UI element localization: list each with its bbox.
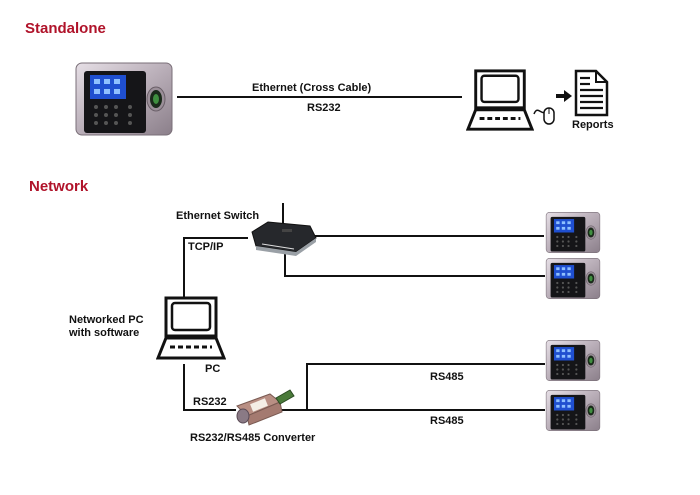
fingerprint-terminal-icon xyxy=(545,258,601,299)
standalone-heading: Standalone xyxy=(25,20,106,37)
ethernet-switch-icon xyxy=(251,221,317,256)
ethernet-cross-cable-label: Ethernet (Cross Cable) xyxy=(252,82,372,94)
network-heading: Network xyxy=(29,178,89,195)
ethernet-switch-label: Ethernet Switch xyxy=(176,210,260,222)
fingerprint-terminal-icon xyxy=(545,212,601,253)
fingerprint-terminal-icon xyxy=(545,340,601,381)
converter-label: RS232/RS485 Converter xyxy=(190,432,316,444)
networked-pc-caption-line1: Networked PC xyxy=(69,314,144,326)
fingerprint-terminal-icon xyxy=(545,390,601,431)
computer-icon xyxy=(466,69,534,131)
rs232-standalone-label: RS232 xyxy=(307,102,341,114)
tcpip-label: TCP/IP xyxy=(188,241,224,253)
fingerprint-terminal-icon xyxy=(75,62,173,136)
rs485-label-2: RS485 xyxy=(430,415,464,427)
computer-icon xyxy=(156,296,226,360)
converter-icon xyxy=(236,389,295,426)
pc-label: PC xyxy=(205,363,221,375)
arrow-right-icon xyxy=(556,90,572,102)
mouse-icon xyxy=(533,107,555,125)
document-icon xyxy=(574,69,609,117)
rs485-label-1: RS485 xyxy=(430,371,464,383)
networked-pc-caption-line2: with software xyxy=(69,327,140,339)
reports-label: Reports xyxy=(572,119,614,131)
rs232-network-label: RS232 xyxy=(193,396,227,408)
